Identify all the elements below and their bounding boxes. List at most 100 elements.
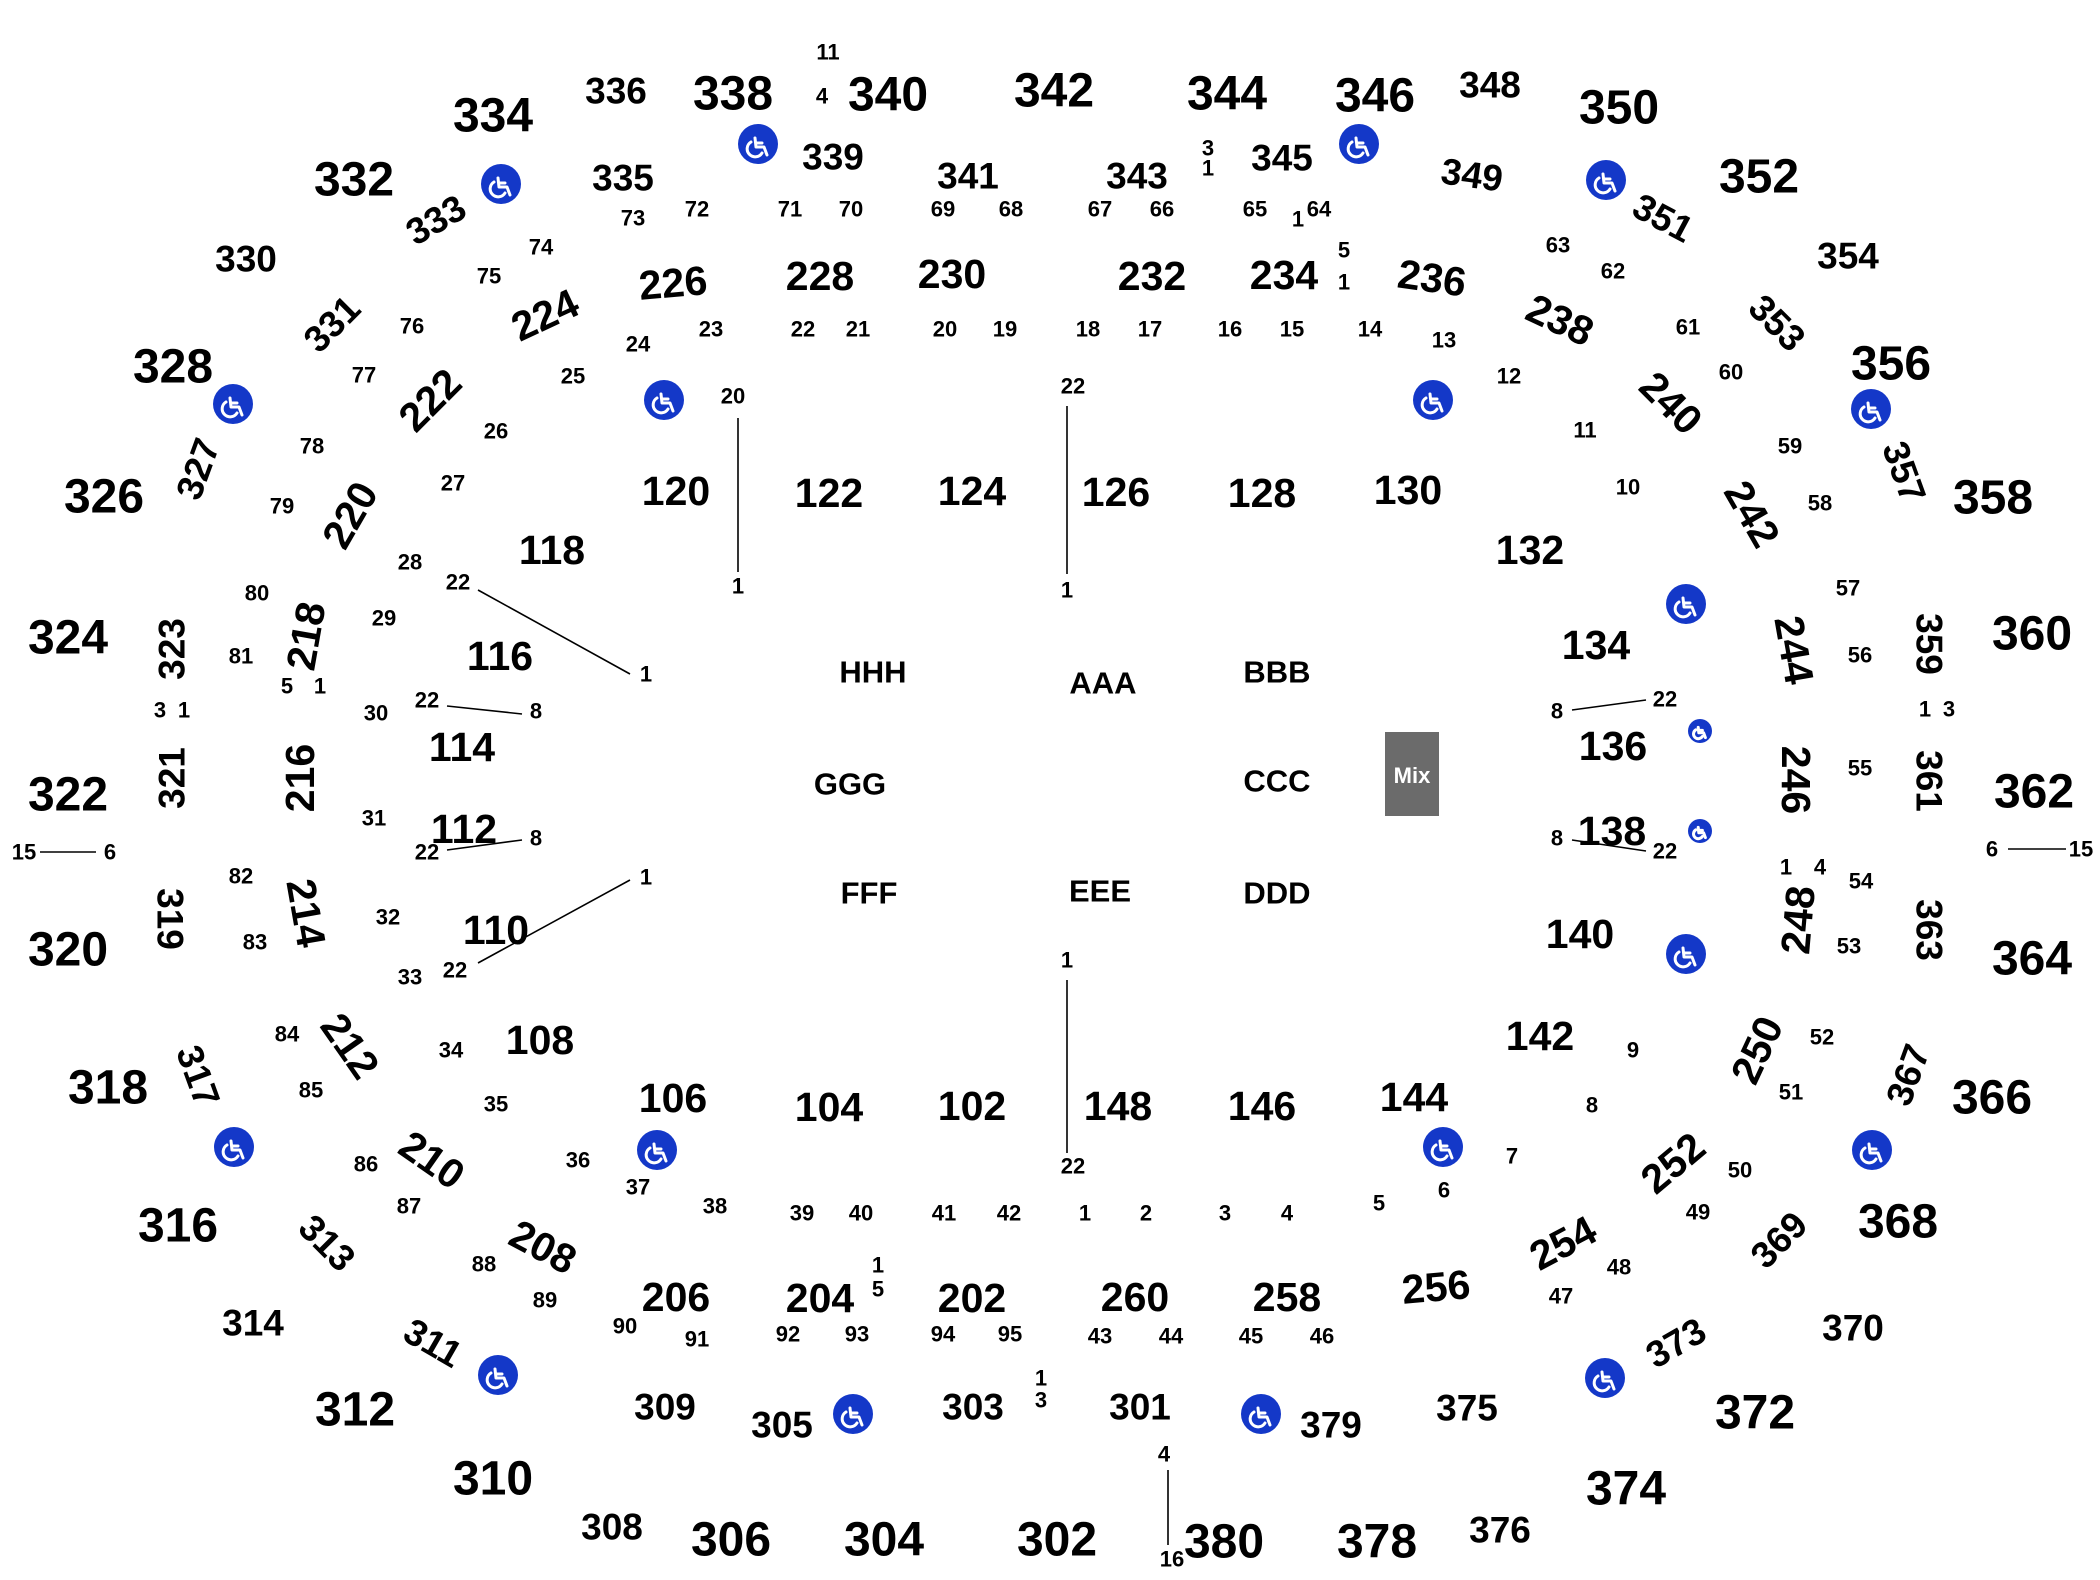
section-label[interactable]: 314	[222, 1303, 284, 1344]
section-label[interactable]: 367	[1878, 1039, 1938, 1111]
section-label[interactable]: 305	[751, 1405, 813, 1446]
section-label[interactable]: 122	[795, 470, 863, 516]
section-label[interactable]: 248	[1772, 884, 1824, 956]
section-label[interactable]: 357	[1874, 436, 1934, 508]
section-label[interactable]: 330	[215, 239, 277, 280]
section-label[interactable]: 379	[1300, 1405, 1362, 1446]
section-label[interactable]: 366	[1952, 1072, 2032, 1125]
section-label[interactable]: 346	[1335, 70, 1415, 123]
section-label[interactable]: 378	[1337, 1516, 1417, 1569]
section-label[interactable]: 344	[1187, 68, 1267, 121]
section-label[interactable]: 380	[1184, 1516, 1264, 1569]
section-label[interactable]: 238	[1519, 285, 1600, 356]
section-label[interactable]: 312	[315, 1384, 395, 1437]
section-label[interactable]: 332	[314, 154, 394, 207]
section-label[interactable]: 340	[848, 69, 928, 122]
section-label[interactable]: 310	[453, 1453, 533, 1506]
section-label[interactable]: 321	[152, 747, 193, 809]
section-label[interactable]: 322	[28, 769, 108, 822]
section-label[interactable]: 220	[313, 474, 387, 556]
section-label[interactable]: 102	[938, 1083, 1006, 1129]
section-label[interactable]: 359	[1909, 613, 1950, 675]
section-label[interactable]: 356	[1851, 338, 1931, 391]
section-label[interactable]: 140	[1546, 911, 1614, 957]
section-label[interactable]: 369	[1743, 1204, 1816, 1277]
section-label[interactable]: 214	[277, 875, 334, 951]
section-label[interactable]: 134	[1562, 622, 1631, 668]
section-label[interactable]: 374	[1586, 1463, 1666, 1516]
section-label[interactable]: 258	[1253, 1274, 1321, 1320]
section-label[interactable]: 210	[391, 1122, 473, 1199]
section-label[interactable]: 302	[1017, 1514, 1097, 1567]
floor-section-label[interactable]: HHH	[839, 655, 906, 690]
section-label[interactable]: 252	[1632, 1123, 1714, 1202]
section-label[interactable]: 362	[1994, 766, 2074, 819]
section-label[interactable]: 136	[1579, 723, 1647, 769]
section-label[interactable]: 132	[1496, 527, 1564, 573]
section-label[interactable]: 323	[152, 618, 193, 680]
section-label[interactable]: 108	[506, 1017, 574, 1063]
section-label[interactable]: 327	[168, 433, 228, 505]
section-label[interactable]: 226	[637, 257, 709, 309]
section-label[interactable]: 232	[1118, 253, 1186, 299]
section-label[interactable]: 326	[64, 471, 144, 524]
section-label[interactable]: 224	[504, 280, 586, 351]
section-label[interactable]: 373	[1639, 1310, 1713, 1376]
section-label[interactable]: 308	[581, 1507, 643, 1548]
section-label[interactable]: 368	[1858, 1196, 1938, 1249]
section-label[interactable]: 306	[691, 1514, 771, 1567]
section-label[interactable]: 336	[585, 71, 647, 112]
section-label[interactable]: 358	[1953, 472, 2033, 525]
section-label[interactable]: 316	[138, 1200, 218, 1253]
section-label[interactable]: 345	[1251, 138, 1313, 179]
section-label[interactable]: 331	[296, 288, 369, 361]
floor-section-label[interactable]: AAA	[1069, 666, 1136, 701]
section-label[interactable]: 256	[1400, 1261, 1472, 1313]
section-label[interactable]: 338	[693, 68, 773, 121]
section-label[interactable]: 110	[463, 907, 529, 953]
section-label[interactable]: 126	[1082, 469, 1150, 515]
section-label[interactable]: 311	[397, 1310, 469, 1375]
section-label[interactable]: 218	[277, 598, 334, 673]
section-label[interactable]: 236	[1395, 250, 1469, 305]
section-label[interactable]: 106	[639, 1075, 707, 1121]
section-label[interactable]: 112	[431, 806, 497, 852]
floor-section-label[interactable]: CCC	[1243, 764, 1310, 799]
section-label[interactable]: 206	[642, 1274, 710, 1320]
section-label[interactable]: 130	[1374, 467, 1442, 513]
section-label[interactable]: 333	[399, 187, 473, 253]
section-label[interactable]: 335	[592, 158, 654, 199]
section-label[interactable]: 304	[844, 1514, 924, 1567]
section-label[interactable]: 120	[642, 468, 710, 514]
section-label[interactable]: 349	[1439, 150, 1506, 199]
section-label[interactable]: 370	[1822, 1308, 1884, 1349]
floor-section-label[interactable]: FFF	[841, 876, 898, 911]
section-label[interactable]: 144	[1380, 1074, 1449, 1120]
section-label[interactable]: 363	[1909, 899, 1950, 961]
section-label[interactable]: 104	[795, 1084, 864, 1130]
section-label[interactable]: 260	[1101, 1274, 1169, 1320]
section-label[interactable]: 204	[786, 1275, 855, 1321]
section-label[interactable]: 250	[1722, 1009, 1793, 1090]
section-label[interactable]: 375	[1436, 1388, 1498, 1429]
section-label[interactable]: 301	[1109, 1387, 1171, 1428]
section-label[interactable]: 348	[1459, 65, 1521, 106]
section-label[interactable]: 352	[1719, 151, 1799, 204]
section-label[interactable]: 116	[467, 633, 533, 679]
section-label[interactable]: 353	[1741, 287, 1814, 360]
floor-section-label[interactable]: BBB	[1243, 655, 1310, 690]
section-label[interactable]: 240	[1631, 363, 1712, 444]
section-label[interactable]: 354	[1817, 236, 1879, 277]
section-label[interactable]: 303	[942, 1387, 1004, 1428]
section-label[interactable]: 128	[1228, 470, 1296, 516]
section-label[interactable]: 138	[1578, 808, 1646, 854]
section-label[interactable]: 376	[1469, 1510, 1531, 1551]
floor-section-label[interactable]: EEE	[1069, 874, 1131, 909]
section-label[interactable]: 350	[1579, 82, 1659, 135]
section-label[interactable]: 342	[1014, 65, 1094, 118]
section-label[interactable]: 124	[938, 468, 1007, 514]
section-label[interactable]: 228	[786, 253, 854, 299]
section-label[interactable]: 234	[1250, 252, 1319, 298]
floor-section-label[interactable]: GGG	[814, 767, 886, 802]
section-label[interactable]: 318	[68, 1062, 148, 1115]
